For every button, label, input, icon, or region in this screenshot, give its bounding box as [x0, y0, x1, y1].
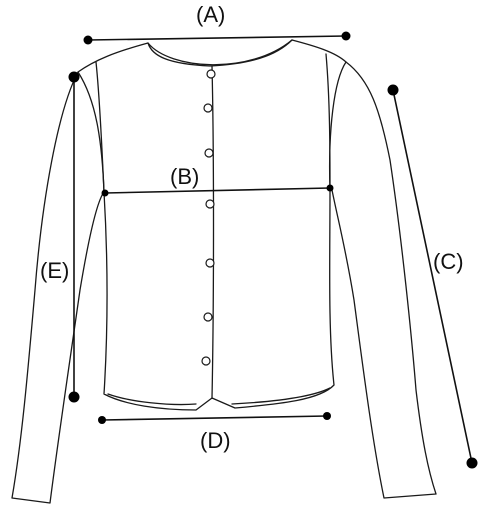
measure-c-end-dot: [466, 457, 478, 469]
button: [205, 199, 215, 209]
label-b: (B): [170, 164, 200, 189]
measure-c-start-dot: [387, 84, 399, 96]
placket-line: [211, 65, 215, 399]
label-a: (A): [196, 2, 226, 27]
measure-a-end-dot: [341, 31, 351, 41]
label-d: (D): [200, 428, 231, 453]
button: [206, 69, 216, 79]
measure-line-d: [101, 415, 328, 421]
measure-b-start-dot: [101, 189, 109, 197]
hem-band: [107, 387, 331, 406]
label-e: (E): [40, 258, 70, 283]
button: [203, 312, 213, 322]
button: [204, 148, 214, 158]
measure-e-start-dot: [68, 71, 80, 83]
measure-b-end-dot: [326, 184, 334, 192]
left-sleeve: [11, 71, 105, 504]
measure-line-a: [87, 35, 347, 41]
left-armhole-seam: [95, 61, 105, 193]
label-c: (C): [433, 249, 464, 274]
button: [201, 356, 211, 366]
measure-a-start-dot: [83, 35, 93, 45]
right-armhole-seam: [325, 53, 331, 191]
button: [205, 258, 215, 268]
measure-d-start-dot: [98, 416, 106, 424]
button-group: [201, 69, 216, 366]
measure-line-c: [392, 89, 473, 464]
neckline-trim: [147, 39, 293, 67]
measure-e-end-dot: [68, 391, 80, 403]
measure-d-end-dot: [323, 412, 331, 420]
button: [203, 103, 213, 113]
measure-line-b: [104, 187, 331, 194]
right-sleeve: [331, 61, 437, 499]
